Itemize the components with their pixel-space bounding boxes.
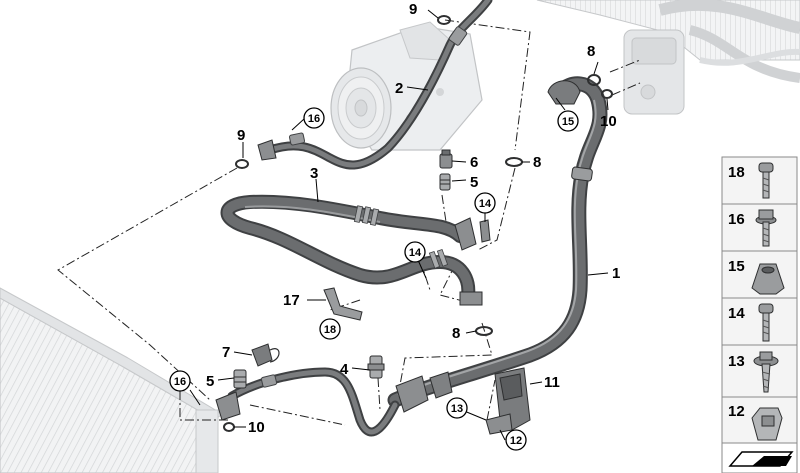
washer-screw-icon	[753, 351, 779, 393]
legend-item-15: 15	[721, 250, 798, 299]
legend-number: 16	[728, 211, 745, 228]
legend-number: 14	[728, 305, 745, 322]
evaporator-ghost	[536, 0, 800, 115]
callout-12-circle	[505, 429, 527, 451]
callout-13-circle	[446, 397, 468, 419]
legend-number: 12	[728, 403, 745, 420]
callout-11: 11	[544, 374, 560, 391]
torx-screw-icon	[758, 162, 774, 199]
callout-7: 7	[222, 344, 230, 361]
callout-9-left: 9	[237, 127, 245, 144]
callout-6: 6	[470, 154, 478, 171]
callout-1: 1	[612, 265, 620, 282]
callout-18: 18	[324, 324, 336, 336]
valve-5-lower	[233, 369, 247, 389]
callout-9-top: 9	[409, 1, 417, 18]
callout-10-upper: 10	[600, 113, 617, 130]
callout-17: 17	[283, 292, 300, 309]
callout-numbers: 1 2 3 4 5 5 6 7 8 8 8 9 9 10 10 11 17 16…	[174, 1, 620, 447]
callout-8-bottom: 8	[452, 325, 460, 342]
legend-item-12: 12	[721, 396, 798, 444]
callout-12: 12	[510, 435, 522, 447]
callout-14a-circle	[474, 192, 496, 214]
callout-10-lower: 10	[248, 419, 265, 436]
pipe-lower	[215, 367, 400, 437]
legend-number: 15	[728, 258, 745, 275]
torx-bolt-icon	[758, 303, 774, 342]
callout-5-lower: 5	[206, 373, 214, 390]
legend-item-18: 18	[721, 156, 798, 205]
callout-4: 4	[340, 361, 349, 378]
callout-5-upper: 5	[470, 174, 478, 191]
callout-14-upper: 14	[479, 198, 492, 210]
sensor-4	[367, 355, 385, 379]
callout-16a-circle	[303, 107, 325, 129]
callout-16b-circle	[169, 370, 191, 392]
legend-item-14: 14	[721, 297, 798, 346]
callout-2: 2	[395, 80, 403, 97]
callout-14-lower: 14	[409, 247, 422, 259]
callout-15-circle	[557, 110, 579, 132]
callout-16-lower: 16	[174, 376, 186, 388]
callout-18-circle	[319, 318, 341, 340]
legend-number: 13	[728, 353, 745, 370]
callout-14b-circle	[404, 241, 426, 263]
bracket-17	[323, 287, 363, 321]
condenser-ghost	[0, 287, 223, 473]
legend-footer-shape	[721, 442, 798, 473]
callout-16-upper: 16	[308, 113, 320, 125]
callout-3: 3	[310, 165, 318, 182]
pipe-3	[220, 194, 483, 306]
callout-circles	[169, 107, 579, 451]
clip-nut-icon	[751, 407, 783, 441]
bolt-14-detail	[479, 219, 491, 243]
pipe-2	[257, 0, 493, 170]
legend-item-13: 13	[721, 344, 798, 398]
hex-nut-icon	[751, 263, 785, 295]
callout-13: 13	[451, 403, 463, 415]
callout-8-top: 8	[587, 43, 595, 60]
callout-15: 15	[562, 116, 574, 128]
cap-7	[251, 343, 280, 367]
callout-8-mid: 8	[533, 154, 541, 171]
bracket-11	[485, 367, 531, 435]
legend-item-16: 16	[721, 203, 798, 252]
valve-6	[439, 149, 453, 169]
legend-number: 18	[728, 164, 745, 181]
leader-lines	[189, 9, 609, 441]
hex-flange-bolt-icon	[755, 209, 777, 247]
parts-legend: 18 16 15	[721, 156, 798, 473]
valve-5-upper	[439, 173, 451, 191]
